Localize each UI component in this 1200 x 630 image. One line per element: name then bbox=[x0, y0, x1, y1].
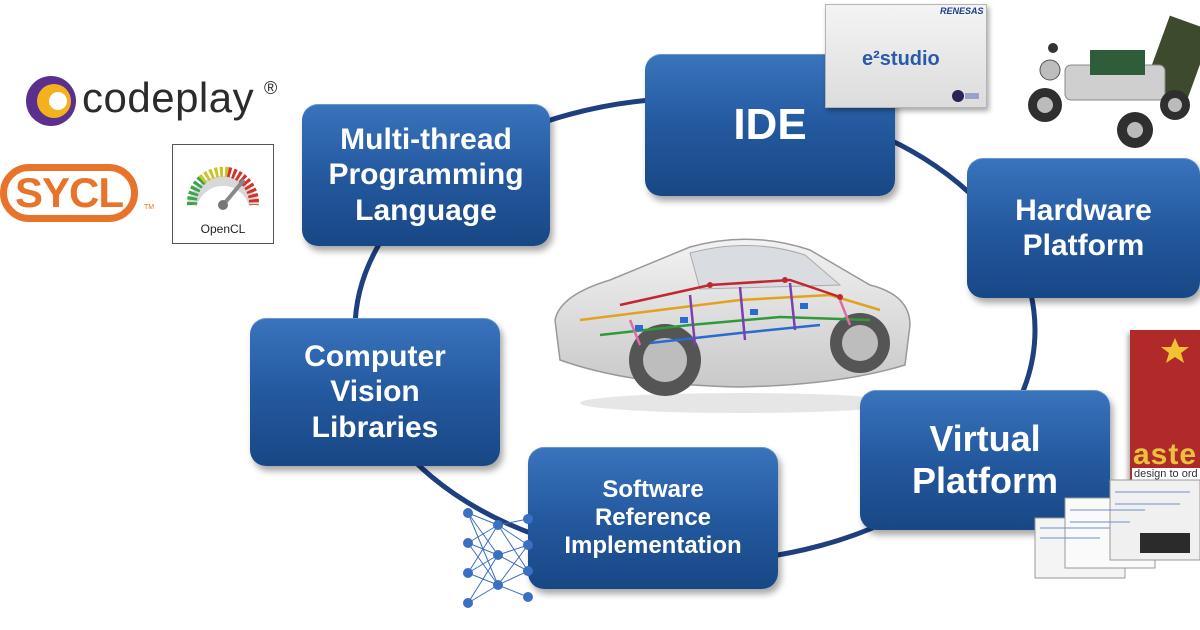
codeplay-logo-icon bbox=[26, 76, 76, 126]
gauge-icon bbox=[186, 166, 260, 210]
astec-wordmark: aste bbox=[1133, 438, 1198, 471]
sycl-trademark: TM bbox=[144, 204, 155, 211]
neural-network-icon bbox=[463, 508, 533, 608]
astec-tagline: design to ord bbox=[1132, 468, 1200, 480]
car-wiring-illustration bbox=[554, 238, 911, 413]
opencl-label: OpenCL bbox=[200, 222, 246, 236]
simulator-screenshots bbox=[1034, 479, 1200, 579]
star-icon bbox=[1161, 338, 1189, 363]
sycl-logo: SYCL bbox=[0, 164, 138, 222]
e2studio-wordmark: e²studio bbox=[862, 48, 940, 70]
astec-screenshot bbox=[1130, 330, 1200, 480]
eclipse-badge-icon bbox=[952, 90, 979, 102]
node-software-reference-implementation: Software Reference Implementation bbox=[528, 447, 778, 589]
node-hardware-platform: Hardware Platform bbox=[967, 158, 1200, 298]
renesas-wordmark: RENESAS bbox=[940, 6, 984, 16]
codeplay-wordmark: codeplay bbox=[82, 74, 255, 121]
robot-car-photo bbox=[1028, 15, 1200, 148]
node-computer-vision-libraries: Computer Vision Libraries bbox=[250, 318, 500, 466]
codeplay-registered-mark: ® bbox=[264, 78, 278, 98]
node-multithread-programming-language: Multi-thread Programming Language bbox=[302, 104, 550, 246]
